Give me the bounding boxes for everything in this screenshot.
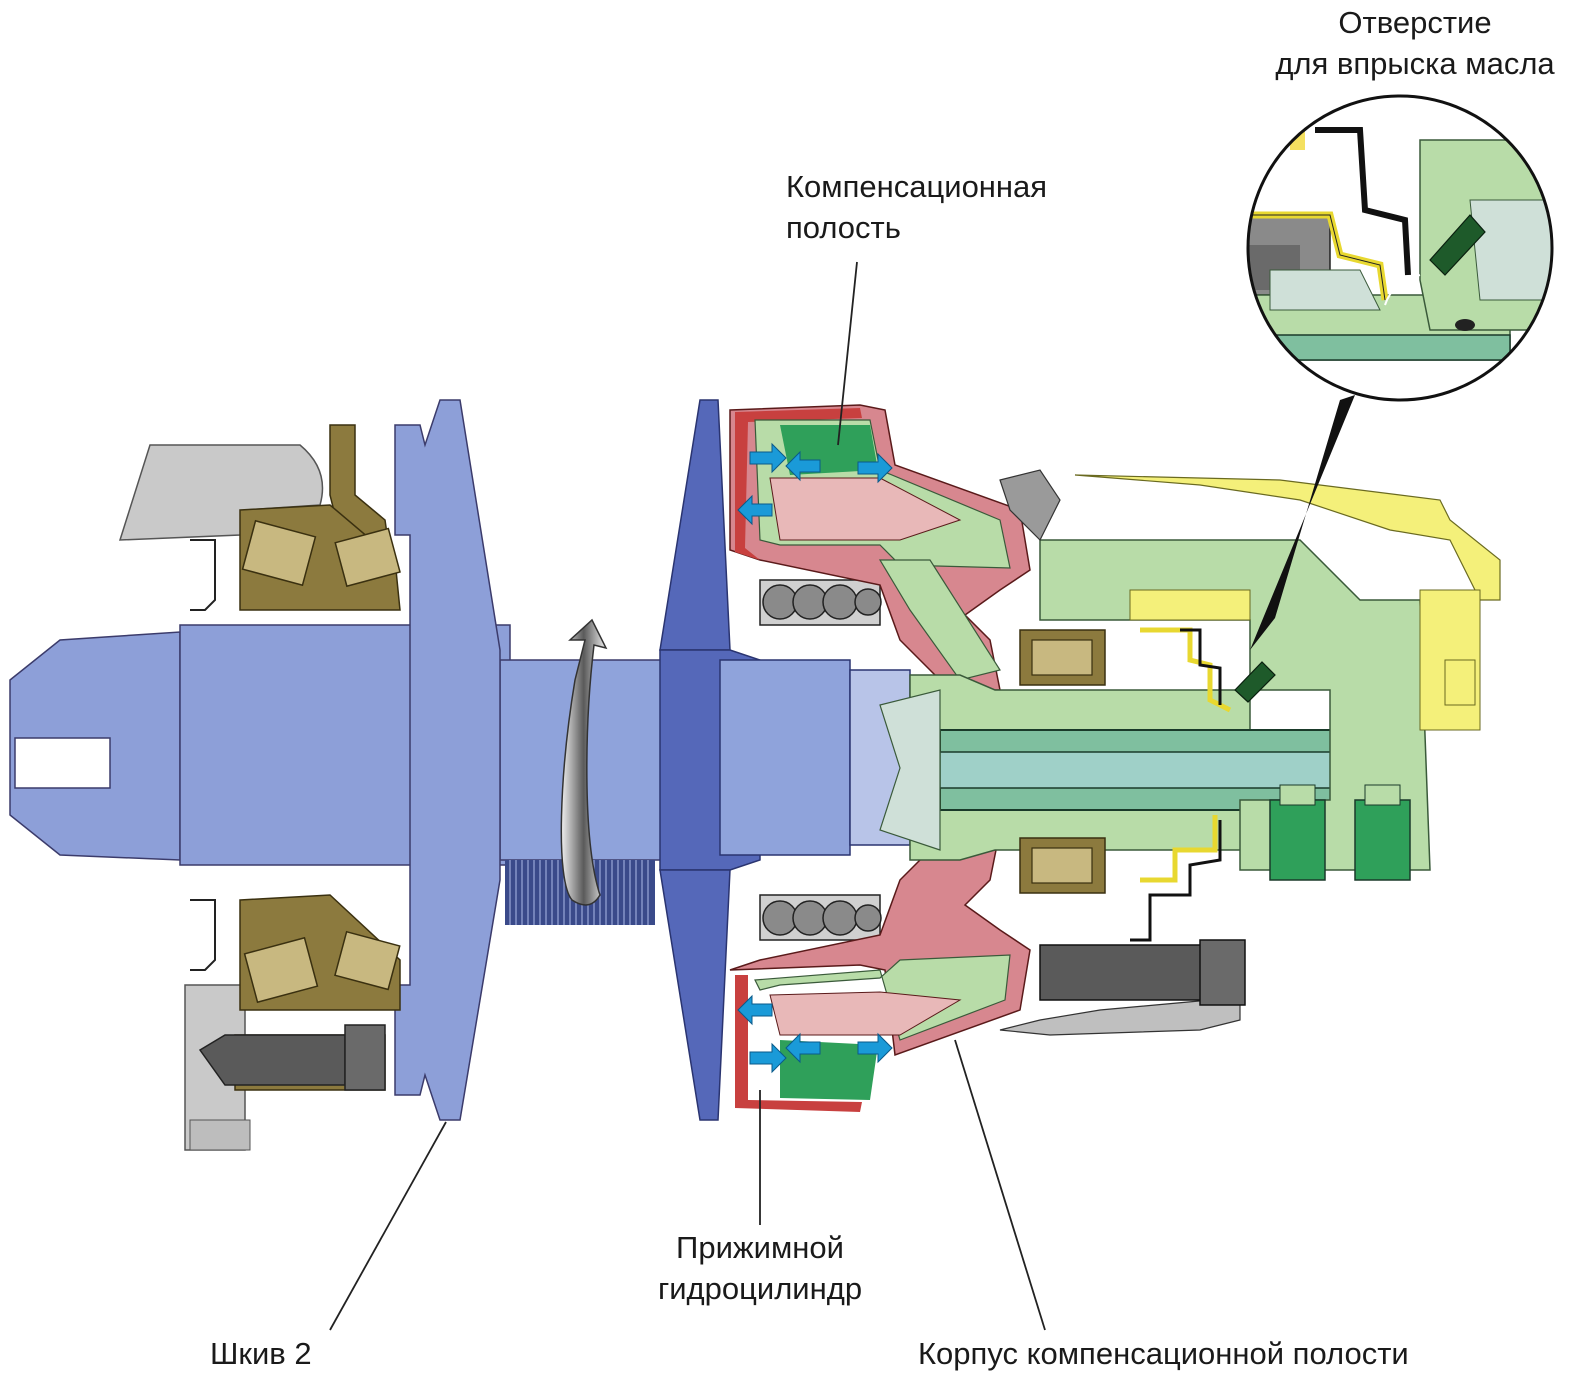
- left-bearings: [198, 424, 401, 1091]
- label-oil-injection-hole: Отверстие для впрыска масла: [1240, 2, 1590, 84]
- label-compensation-cavity-line2: полость: [786, 210, 901, 245]
- pressure-cylinder-upper: [729, 404, 1031, 691]
- lower-gray-component: [999, 469, 1246, 1036]
- right-bearings: [1019, 629, 1106, 894]
- oil-injection-nozzle: [1234, 661, 1276, 703]
- left-seals: [190, 539, 216, 971]
- leader-pulley-2: [329, 1121, 447, 1331]
- label-pulley-2: Шкив 2: [210, 1336, 312, 1371]
- pressure-cylinder-lower: [729, 829, 1031, 1112]
- leader-cavity-housing: [954, 1039, 1046, 1331]
- leader-compensation-cavity: [837, 261, 858, 446]
- leader-lines: [329, 261, 1046, 1331]
- detail-magnifier: [1246, 94, 1554, 650]
- label-compensation-cavity-line1: Компенсационная: [786, 169, 1048, 204]
- rotation-arrow-icon: [560, 618, 608, 906]
- label-compensation-cavity: Компенсационная полость: [786, 166, 1047, 248]
- label-oil-injection-hole-line2: для впрыска масла: [1275, 46, 1555, 81]
- label-pressure-cylinder-line1: Прижимной: [676, 1230, 844, 1265]
- label-oil-injection-hole-line1: Отверстие: [1338, 5, 1492, 40]
- sensors: [1269, 784, 1411, 881]
- oil-lines: [1130, 627, 1232, 942]
- movable-pulley-half: [659, 399, 911, 1121]
- ball-spline: [759, 579, 882, 941]
- label-compensation-cavity-housing: Корпус компенсационной полости: [918, 1336, 1409, 1371]
- label-pressure-cylinder-line2: гидроцилиндр: [657, 1271, 863, 1306]
- label-pressure-cylinder: Прижимной гидроцилиндр: [600, 1227, 920, 1309]
- bolt: [198, 1034, 346, 1086]
- threaded-hole: [14, 737, 111, 789]
- oil-flow-arrows: [737, 442, 893, 1074]
